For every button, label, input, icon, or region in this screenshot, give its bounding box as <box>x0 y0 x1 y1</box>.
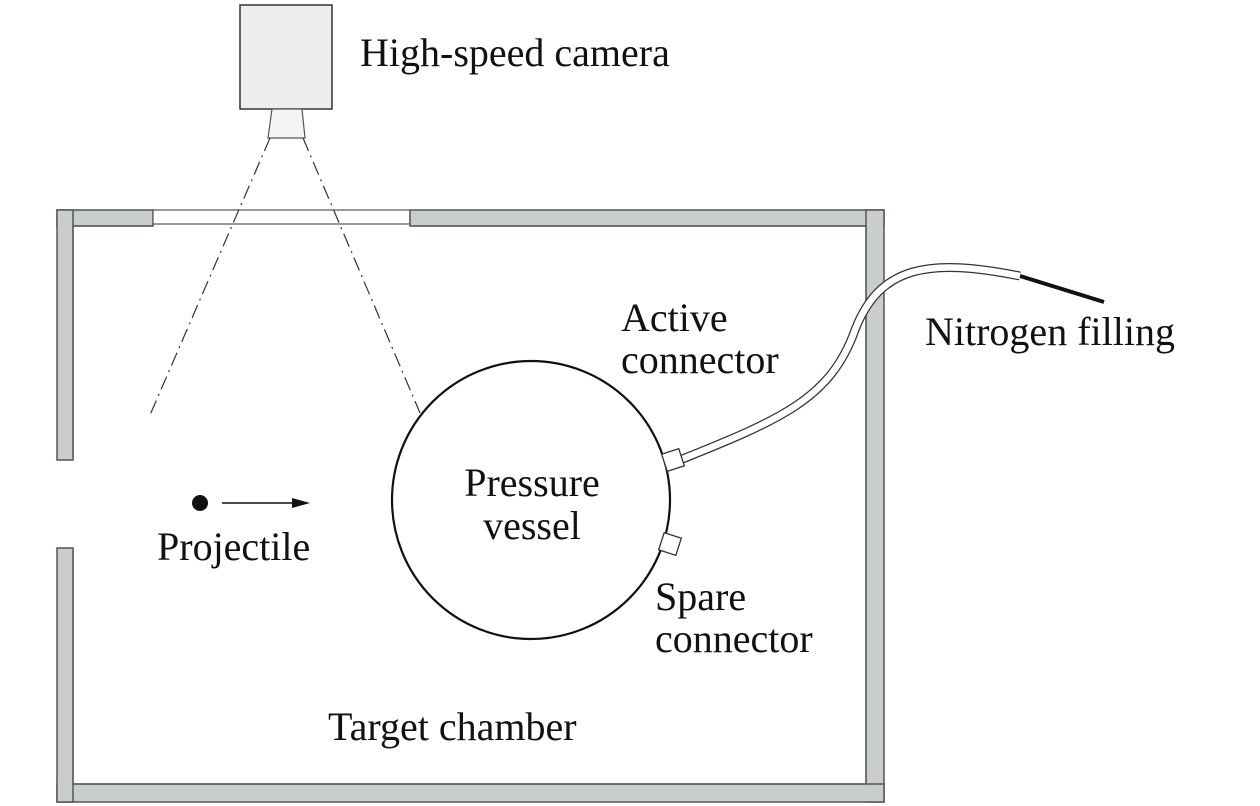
spare-connector-label-line2: connector <box>655 616 813 661</box>
fov-line-left <box>149 137 271 416</box>
active-connector-label-line1: Active <box>621 295 728 340</box>
nitrogen-supply-line <box>1019 274 1105 304</box>
spare-connector-label-line1: Spare <box>655 574 746 619</box>
left-wall-upper <box>56 209 74 461</box>
observation-window <box>152 209 411 225</box>
top-wall-right <box>409 209 885 227</box>
camera-label: High-speed camera <box>360 30 670 75</box>
camera-field-of-view <box>149 137 421 416</box>
pressure-vessel-label-line1: Pressure <box>464 460 600 505</box>
projectile-dot <box>192 495 208 511</box>
spare-connector <box>657 531 683 557</box>
projectile-group <box>192 495 310 511</box>
target-chamber-walls <box>56 209 885 803</box>
left-wall-lower <box>56 547 74 803</box>
projectile-label: Projectile <box>157 524 310 569</box>
nitrogen-hose-inner <box>668 264 1021 468</box>
nitrogen-filling-label: Nitrogen filling <box>925 309 1175 354</box>
active-connector-label-line2: connector <box>621 337 779 382</box>
target-chamber-label: Target chamber <box>328 704 577 749</box>
camera-body <box>239 4 333 110</box>
chamber-inner-outline <box>72 225 867 785</box>
active-connector <box>660 263 1105 473</box>
active-connector-fitting <box>660 447 686 473</box>
camera-lens <box>267 108 306 139</box>
fov-line-right <box>302 137 421 414</box>
pressure-vessel <box>390 359 672 641</box>
projectile-arrow-head <box>292 498 310 508</box>
pressure-vessel-label-line2: vessel <box>483 503 581 548</box>
bottom-wall <box>56 783 885 803</box>
high-speed-camera <box>239 4 333 139</box>
